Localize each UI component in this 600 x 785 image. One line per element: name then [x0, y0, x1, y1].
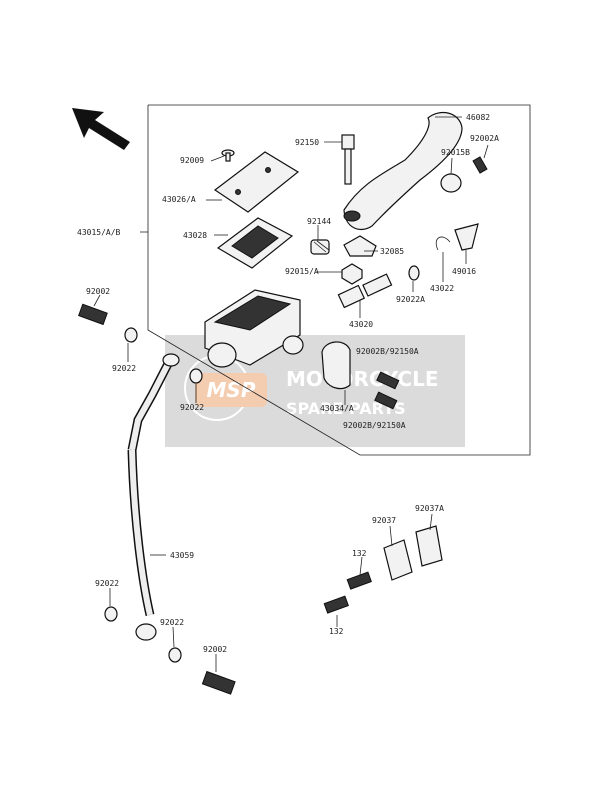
bracket-92037a	[415, 525, 443, 567]
label-92150: 92150	[295, 138, 319, 147]
label-43020: 43020	[349, 320, 373, 329]
bracket-92037	[383, 539, 413, 581]
direction-arrow-icon	[72, 108, 130, 150]
cover-screw	[221, 149, 235, 162]
brake-hose	[127, 353, 180, 641]
label-92037: 92037	[372, 516, 396, 525]
label-43059: 43059	[170, 551, 194, 560]
lever-bolt	[472, 156, 488, 174]
washer-92022a	[408, 265, 420, 281]
label-46082: 46082	[466, 113, 490, 122]
reservoir-cap	[213, 151, 300, 213]
diaphragm	[216, 217, 294, 269]
label-92022-2: 92022	[180, 403, 204, 412]
spring	[310, 239, 330, 255]
label-43026: 43026/A	[162, 195, 196, 204]
watermark: MSP MOTORCYCLE SPARE PARTS	[165, 335, 465, 447]
assembly-boundary	[147, 104, 531, 456]
watermark-word2: SPARE PARTS	[286, 399, 406, 418]
label-43034: 43034/A	[320, 404, 354, 413]
label-43028: 43028	[183, 231, 207, 240]
label-92002-top: 92002	[86, 287, 110, 296]
label-49016: 49016	[452, 267, 476, 276]
label-92002b-1: 92002B/92150A	[356, 347, 419, 356]
washer-1	[124, 327, 138, 343]
master-cylinder-body	[204, 289, 304, 368]
label-92022-1: 92022	[112, 364, 136, 373]
clamp-bolt-upper	[376, 371, 400, 390]
bolt-132-upper	[346, 571, 372, 590]
label-92022-4: 92022	[160, 618, 184, 627]
bolt-132-lower	[323, 595, 349, 614]
label-92022-3: 92022	[95, 579, 119, 588]
watermark-logo-text: MSP	[207, 378, 256, 402]
brake-lever	[343, 111, 463, 231]
watermark-word1: MOTORCYCLE	[286, 367, 438, 391]
washer-2	[189, 368, 203, 384]
label-43015: 43015/A/B	[77, 228, 121, 237]
label-132-2: 132	[329, 627, 344, 636]
leader-lines	[93, 116, 489, 672]
washer-3	[104, 606, 118, 622]
label-92002-bottom: 92002	[203, 645, 227, 654]
washer-4	[168, 647, 182, 663]
clamp-bolt-lower	[374, 391, 398, 410]
nut	[341, 263, 363, 285]
label-132-1: 132	[352, 549, 367, 558]
banjo-bolt-bottom	[201, 670, 236, 695]
banjo-bolt-top	[78, 303, 108, 326]
collar	[440, 173, 462, 193]
label-43022: 43022	[430, 284, 454, 293]
label-92009: 92009	[180, 156, 204, 165]
label-92002b-2: 92002B/92150A	[343, 421, 406, 430]
watermark-logo	[195, 373, 267, 407]
label-32085: 32085	[380, 247, 404, 256]
circlip	[435, 236, 451, 251]
label-92015b: 92015B	[441, 148, 470, 157]
label-92022a: 92022A	[396, 295, 425, 304]
pivot-bolt	[341, 134, 355, 185]
label-92002a: 92002A	[470, 134, 499, 143]
holder-clamp	[321, 341, 351, 390]
piston-assembly	[337, 273, 393, 309]
dust-boot	[454, 223, 479, 251]
label-92015a: 92015/A	[285, 267, 319, 276]
label-92144: 92144	[307, 217, 331, 226]
bracket-32085	[343, 235, 377, 257]
label-92037a: 92037A	[415, 504, 444, 513]
